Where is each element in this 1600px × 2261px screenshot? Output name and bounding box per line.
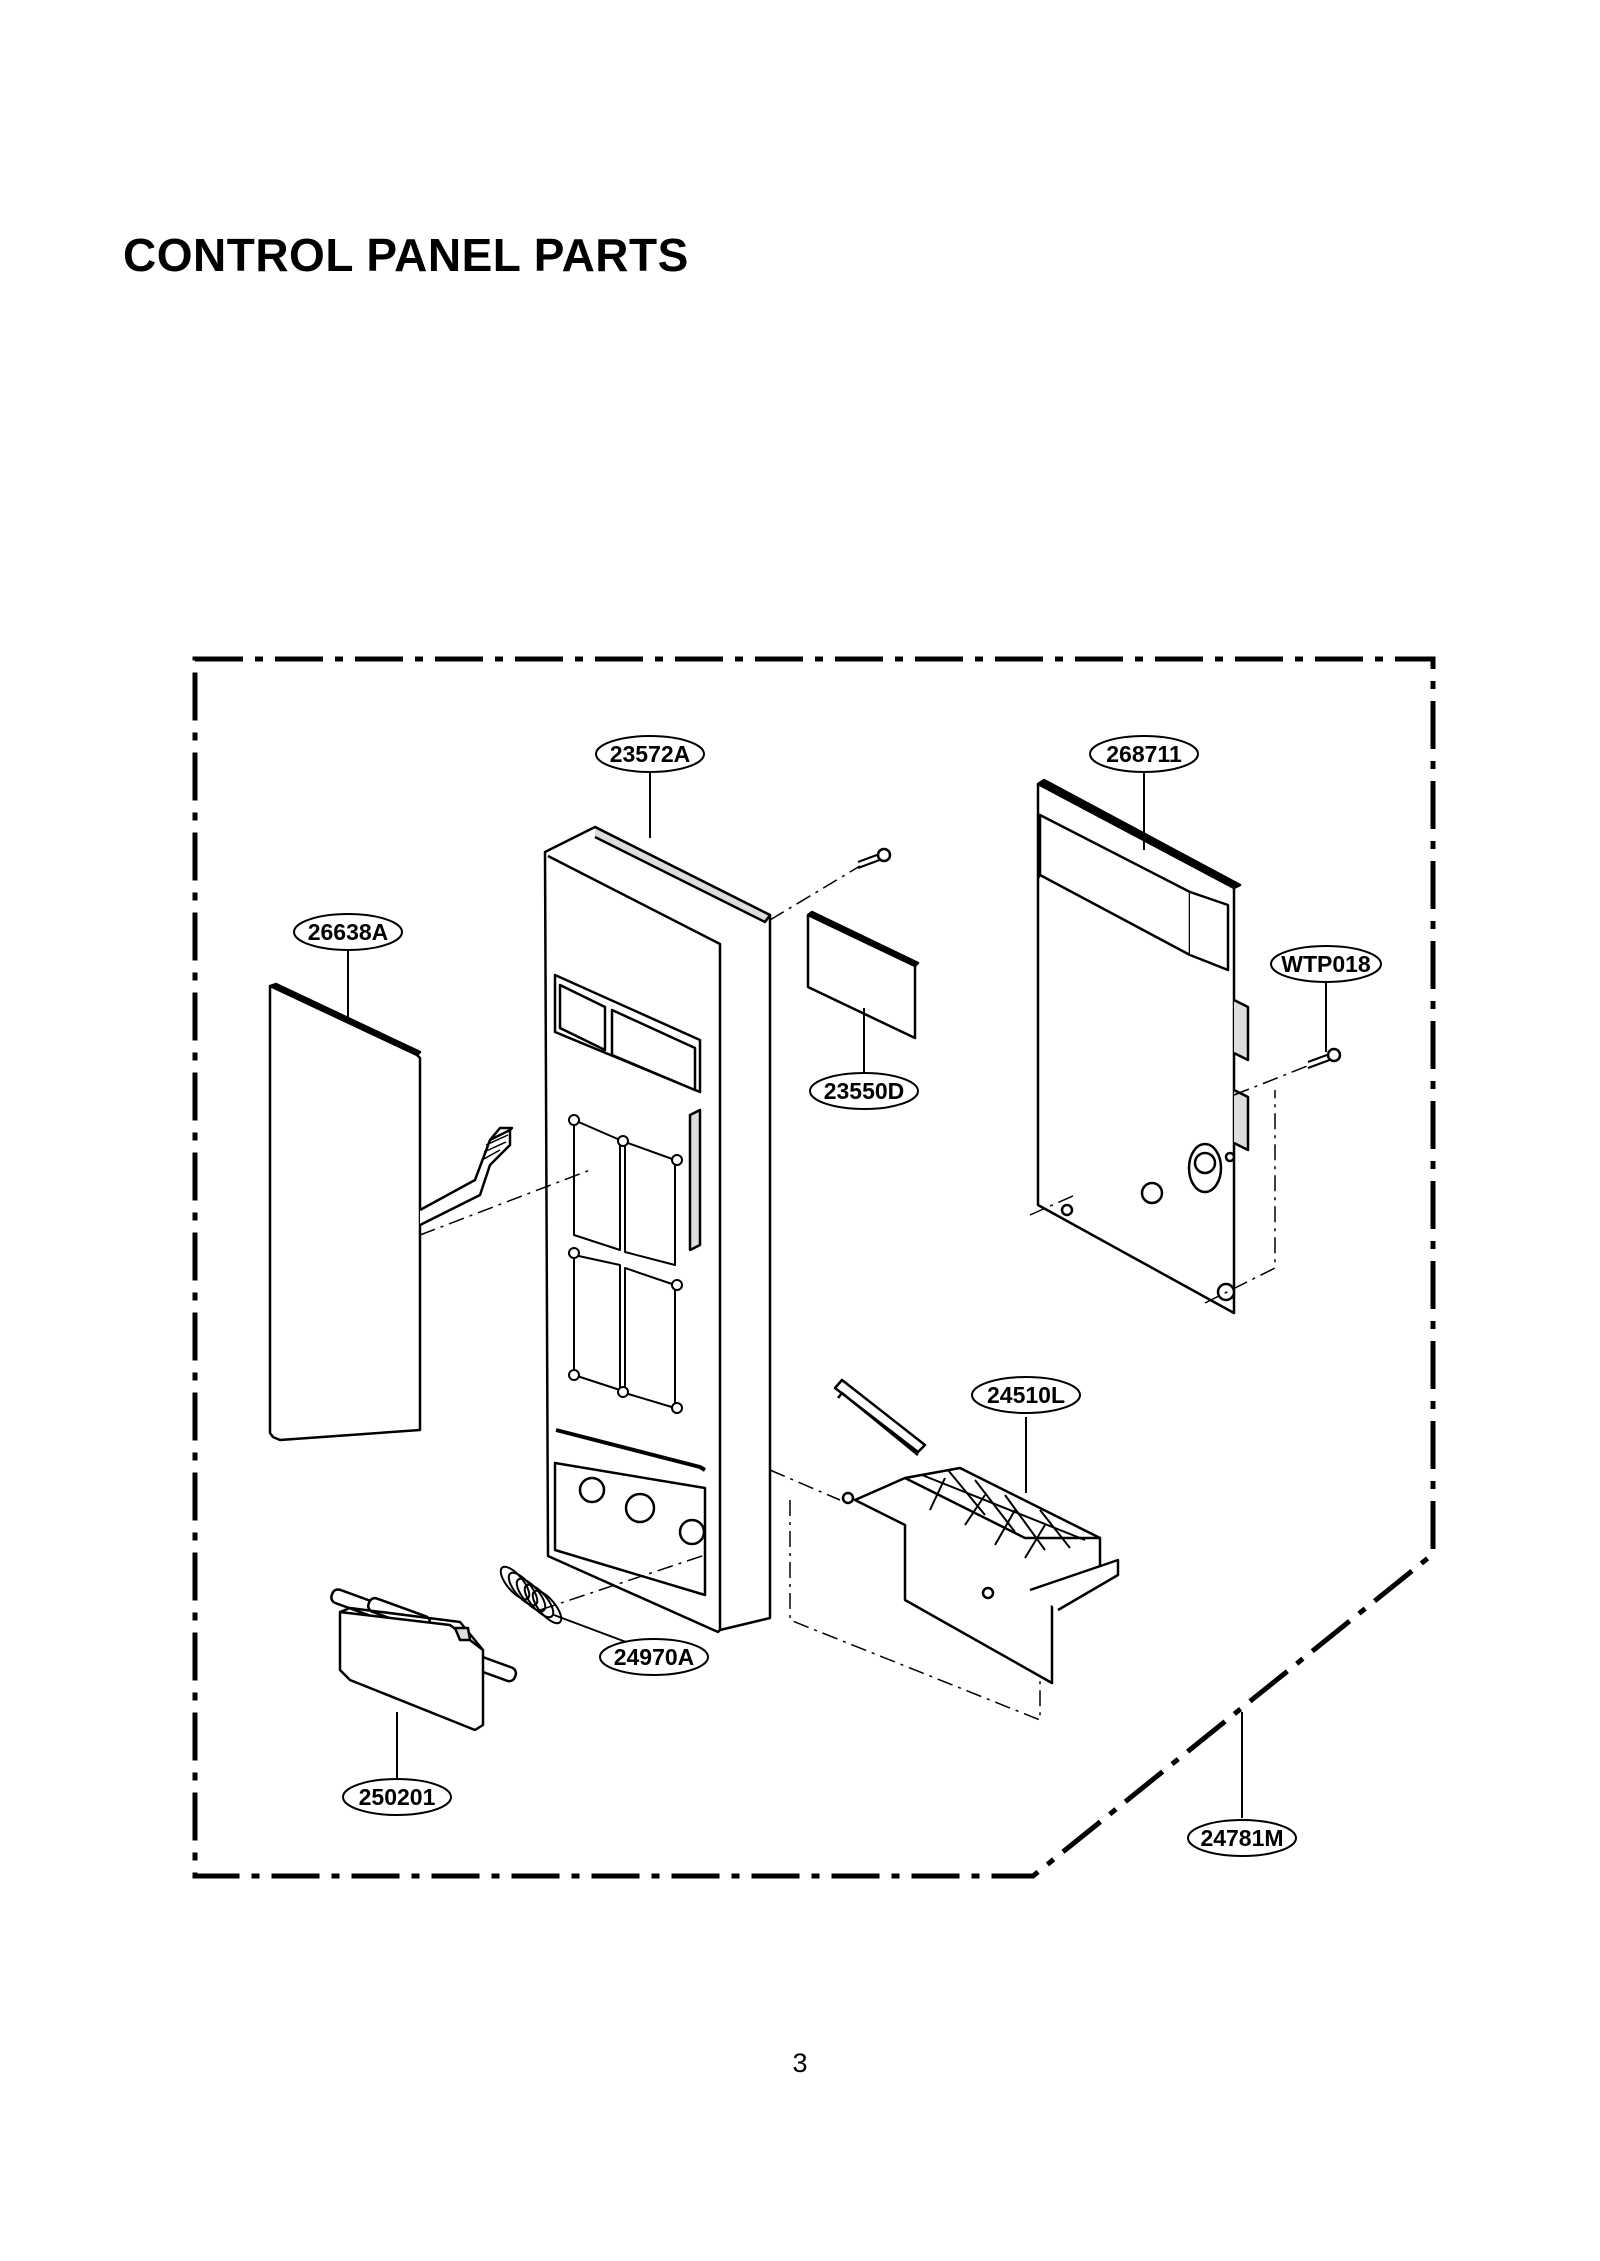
callout-WTP018: WTP018	[1270, 945, 1382, 983]
svg-text:23550D: 23550D	[824, 1078, 905, 1104]
door-open-button-part	[330, 1588, 518, 1732]
screw-wtp018	[1307, 1047, 1342, 1069]
svg-text:WTP018: WTP018	[1281, 951, 1371, 977]
callout-268711: 268711	[1089, 735, 1199, 773]
callout-26638A: 26638A	[293, 913, 403, 951]
svg-text:24781M: 24781M	[1200, 1825, 1283, 1851]
callout-250201: 250201	[342, 1778, 452, 1816]
callout-23572A: 23572A	[595, 735, 705, 773]
leader-lines	[347, 772, 1327, 1818]
svg-text:26638A: 26638A	[308, 919, 389, 945]
pcb-assembly-part	[1036, 778, 1250, 1315]
svg-text:268711: 268711	[1106, 741, 1182, 767]
keypad-grid	[568, 1114, 683, 1414]
membrane-switch-part	[268, 982, 514, 1442]
callout-23550D: 23550D	[809, 1072, 919, 1110]
svg-text:24970A: 24970A	[614, 1644, 695, 1670]
svg-text:24510L: 24510L	[987, 1382, 1065, 1408]
page-number: 3	[792, 2048, 808, 2078]
screw-upper	[857, 847, 892, 869]
spring-part	[499, 1565, 563, 1625]
callout-24510L: 24510L	[971, 1376, 1081, 1414]
door-button-lever-part	[833, 1378, 1120, 1685]
svg-text:23572A: 23572A	[610, 741, 691, 767]
display-window-part	[806, 913, 917, 1040]
callout-24781M: 24781M	[1187, 1819, 1297, 1857]
assembly-boundary	[192, 656, 1436, 1879]
page-title: CONTROL PANEL PARTS	[123, 229, 689, 281]
svg-text:250201: 250201	[359, 1784, 436, 1810]
callout-24970A: 24970A	[599, 1638, 709, 1676]
assembly-guide-lines	[419, 865, 1311, 1722]
control-panel-frame-part	[543, 825, 772, 1634]
